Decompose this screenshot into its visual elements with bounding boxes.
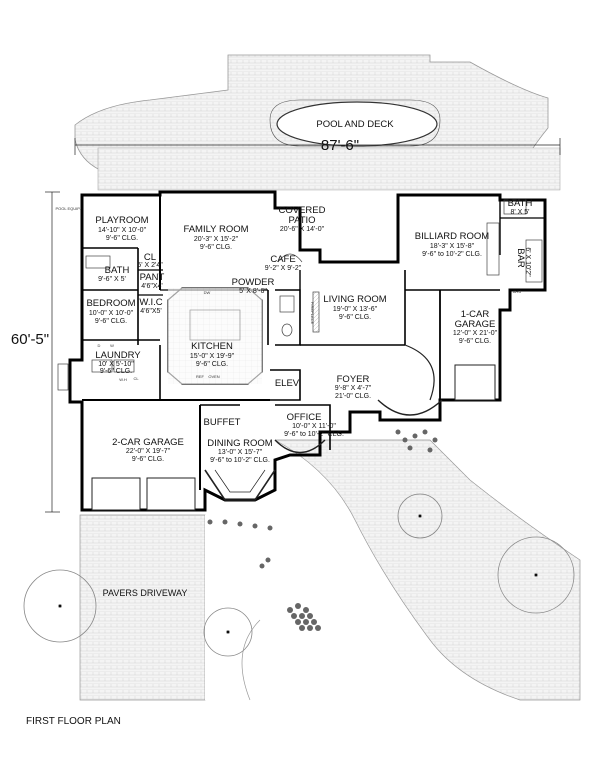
one-car-garage-name1: 1-CAR [461, 309, 490, 320]
two-car-garage-clg: 9'-6" CLG. [132, 456, 164, 463]
two-car-garage-name: 2-CAR GARAGE [112, 437, 184, 448]
dryer-label: D [98, 343, 101, 348]
bar-name: BAR [515, 248, 526, 268]
laundry-dim: 10' X 5'-10" [98, 361, 134, 368]
one-car-garage-dim: 12'-0" X 21'-0" [453, 330, 498, 337]
plan-title: FIRST FLOOR PLAN [26, 716, 121, 727]
kitchen-layout [167, 287, 263, 385]
office-dim: 10'-0" X 11'-0" [292, 423, 336, 430]
family-room-name: FAMILY ROOM [183, 224, 248, 235]
playroom-name: PLAYROOM [95, 215, 148, 226]
bath-left-name: BATH [105, 265, 130, 276]
cafe-name: CAFE [270, 254, 295, 265]
living-room-dim: 19'-0" X 13'-6" [333, 306, 378, 313]
plant-clusters [207, 429, 438, 631]
one-car-garage-name2: GARAGE [455, 319, 496, 330]
cafe-dim: 9'-2" X 9'-2" [265, 265, 302, 272]
cl-small-label: CL [133, 376, 139, 381]
cl-dim: 5' X 2'4" [137, 262, 163, 269]
kitchen-clg: 9'-6" CLG. [196, 361, 228, 368]
kitchen-dim: 15'-0" X 19'-9" [190, 353, 235, 360]
foyer-dim: 9'-8" X 4'-7" [335, 385, 372, 392]
ref-label: REF [196, 374, 205, 379]
family-room-dim: 20'-3" X 15'-2" [194, 236, 239, 243]
pool-equip-label: POOL EQUIP. [55, 206, 80, 211]
covered-patio-dim: 20'-6" X 14'-0" [280, 226, 325, 233]
fireplace-label: FIREPLACE [310, 302, 315, 325]
playroom-clg: 9'-6" CLG. [106, 235, 138, 242]
dining-room-dim: 13'-0" X 15'-7" [218, 449, 263, 456]
overall-depth-dim: 60'-5" [11, 331, 49, 348]
pool-deck-area [74, 54, 561, 191]
wic-name: W.I.C [139, 297, 162, 308]
office-clg: 9'-6" to 10'-2" CLG. [284, 431, 344, 438]
driveway-area [79, 439, 581, 701]
playroom-dim: 14'-10" X 10'-0" [98, 227, 147, 234]
living-room-name: LIVING ROOM [323, 294, 386, 305]
billiard-room-clg: 9'-6" to 10'-2" CLG. [422, 251, 482, 258]
bedroom-name: BEDROOM [86, 298, 135, 309]
pant-dim: 4'6"X4' [141, 283, 163, 290]
laundry-name: LAUNDRY [95, 350, 141, 361]
oven-label: OVEN [208, 374, 219, 379]
pool-deck-label: POOL AND DECK [316, 119, 394, 130]
foyer-name: FOYER [337, 374, 370, 385]
pavers-driveway-label: PAVERS DRIVEWAY [103, 588, 188, 598]
washer-label: W [110, 343, 114, 348]
two-car-garage-dim: 22'-0" X 19'-7" [126, 448, 171, 455]
fixtures [57, 199, 543, 391]
powder-dim: 5' X 8'-6" [239, 288, 267, 295]
bath-right-name: BATH [508, 198, 533, 209]
one-car-garage-clg: 9'-6" CLG. [459, 338, 491, 345]
office-name: OFFICE [287, 412, 322, 423]
living-room-clg: 9'-6" CLG. [339, 314, 371, 321]
cl-name: CL [144, 252, 156, 263]
covered-patio-name2: PATIO [288, 215, 315, 226]
garage-doors [91, 364, 496, 511]
buffet-name: BUFFET [204, 417, 241, 428]
bedroom-dim: 10'-0" X 10'-0" [89, 310, 134, 317]
landscape-trees [23, 493, 575, 657]
pant-name: PANT [140, 272, 165, 283]
covered-patio-name1: COVERED [279, 205, 326, 216]
wic-dim: 4'6"X5' [140, 308, 162, 315]
bath-right-dim: 8' X 5' [510, 209, 529, 216]
family-room-clg: 9'-6" CLG. [200, 244, 232, 251]
billiard-room-dim: 18'-3" X 15'-8" [430, 243, 475, 250]
dining-room-clg: 9'-6" to 10'-2" CLG. [210, 457, 270, 464]
powder-name: POWDER [232, 277, 275, 288]
bedroom-clg: 9'-6" CLG. [95, 318, 127, 325]
elev-name: ELEV [275, 378, 300, 389]
billiard-room-name: BILLIARD ROOM [415, 231, 490, 242]
ahu-label: AHU [513, 289, 522, 294]
dining-room-name: DINING ROOM [207, 438, 273, 449]
dw-label: DW [204, 290, 211, 295]
dimension-lines [45, 138, 561, 513]
foyer-clg: 21'-0" CLG. [335, 393, 371, 400]
water-heater-label: W.H [119, 377, 127, 382]
laundry-clg: 9'-6" CLG. [100, 368, 132, 375]
kitchen-name: KITCHEN [191, 341, 233, 352]
bath-left-dim: 9'-6" X 5' [98, 276, 126, 283]
bar-dim: 6' X 10'2" [524, 247, 531, 277]
overall-width-dim: 87'-6" [321, 137, 359, 154]
bay-shapes [204, 344, 443, 501]
